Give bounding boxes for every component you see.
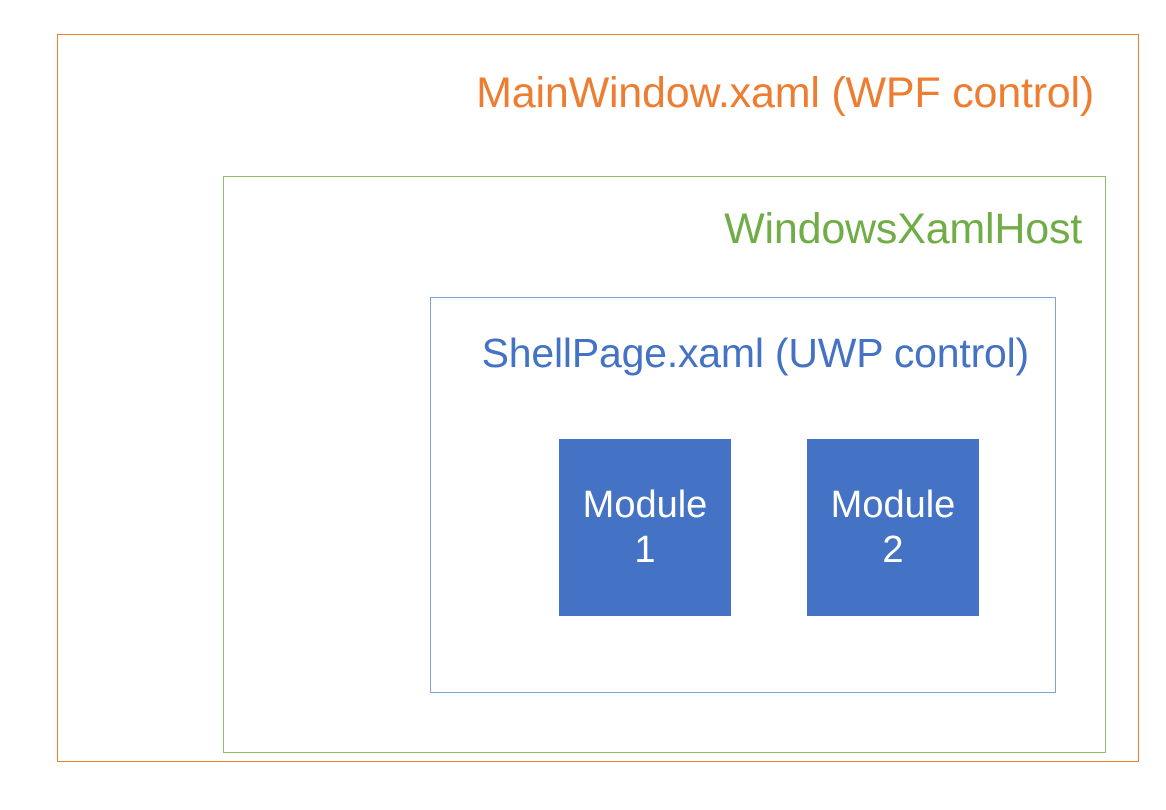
module-tile-1: Module 1 — [559, 439, 731, 616]
layer-windowsxamlhost: WindowsXamlHost — [223, 176, 1106, 753]
layer-mainwindow-wpf: MainWindow.xaml (WPF control) WindowsXam… — [57, 34, 1139, 762]
layer-shellpage-uwp: ShellPage.xaml (UWP control) — [430, 297, 1056, 693]
layer-shellpage-label: ShellPage.xaml (UWP control) — [481, 330, 1030, 376]
module-tile-2: Module 2 — [807, 439, 979, 616]
module-tile-1-line1: Module — [582, 483, 708, 526]
layer-mainwindow-label: MainWindow.xaml (WPF control) — [476, 69, 1094, 117]
module-tile-1-line2: 1 — [634, 528, 656, 571]
layer-windowsxamlhost-label: WindowsXamlHost — [724, 205, 1082, 253]
module-tile-2-line1: Module — [830, 483, 956, 526]
module-tile-2-line2: 2 — [882, 528, 904, 571]
